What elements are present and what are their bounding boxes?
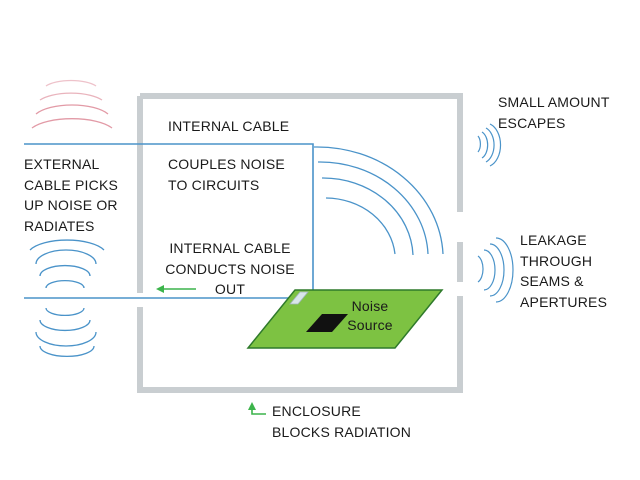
- enclosure-label: ENCLOSURE BLOCKS RADIATION: [272, 403, 412, 440]
- radiation-wave-icon: [477, 237, 514, 303]
- small-amount-label: SMALL AMOUNT ESCAPES: [498, 94, 610, 131]
- leakage-label: LEAKAGE THROUGH SEAMS & APERTURES: [520, 232, 608, 310]
- couples-noise-label: COUPLES NOISE TO CIRCUITS: [168, 156, 285, 193]
- enclosure: [137, 93, 463, 393]
- up-arrow-icon: [248, 402, 266, 415]
- circuit-board: [246, 289, 444, 349]
- conducts-noise-label: INTERNAL CABLE CONDUCTS NOISE OUT: [165, 240, 295, 297]
- left-arrow-icon: [156, 285, 196, 293]
- radiation-wave-icon: [35, 249, 97, 358]
- connector: [289, 291, 309, 305]
- noise-source-chip: [306, 314, 348, 332]
- internal-cable-top: [24, 143, 314, 300]
- noise-source-label: Noise Source: [347, 298, 393, 333]
- radiation-wave-icon: [29, 239, 105, 251]
- internal-cable-label: INTERNAL CABLE: [168, 118, 290, 134]
- radiation-wave-icon: [477, 123, 502, 167]
- radiation-wave-icon: [313, 146, 444, 256]
- radiation-wave-icon: [31, 79, 113, 129]
- external-cable-label: EXTERNAL CABLE PICKS UP NOISE OR RADIATE…: [24, 156, 119, 234]
